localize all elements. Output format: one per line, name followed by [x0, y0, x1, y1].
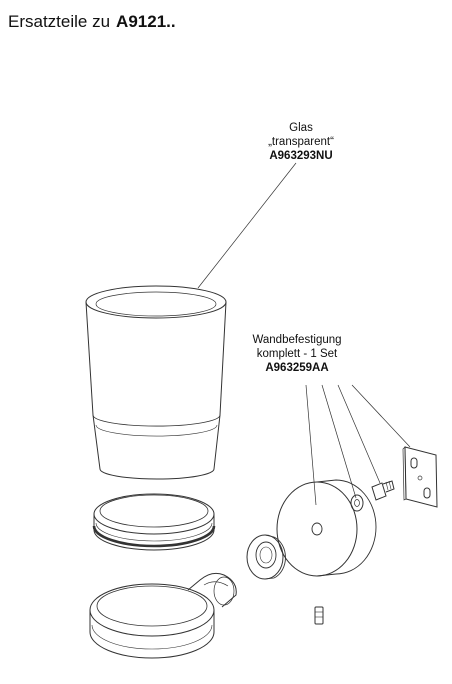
wall-rosette — [277, 480, 376, 576]
glass-label-variant: „transparent“ — [268, 136, 334, 148]
wall-mount-label-name: Wandbefestigung — [252, 334, 342, 346]
glass-tumbler — [86, 286, 226, 479]
rubber-ring — [94, 494, 214, 550]
page-title: Ersatzteile zu A9121.. — [8, 12, 176, 32]
nut — [351, 495, 363, 511]
glass-label: Glas „transparent“ A963293NU — [246, 121, 356, 163]
model-number: A9121.. — [116, 12, 176, 31]
title-prefix: Ersatzteile zu — [8, 12, 111, 31]
set-screw — [315, 607, 323, 624]
mounting-plate — [403, 447, 437, 507]
glass-label-name: Glas — [289, 122, 313, 134]
glass-part-number: A963293NU — [269, 150, 333, 162]
spacer-washer — [247, 535, 285, 579]
wall-mount-label: Wandbefestigung komplett - 1 Set A963259… — [232, 333, 362, 375]
leader-lines — [198, 163, 410, 505]
threaded-bolt — [372, 481, 394, 500]
wall-mount-part-number: A963259AA — [265, 362, 329, 374]
holder-ring — [90, 573, 236, 658]
wall-mount-label-qty: komplett - 1 Set — [256, 348, 338, 360]
